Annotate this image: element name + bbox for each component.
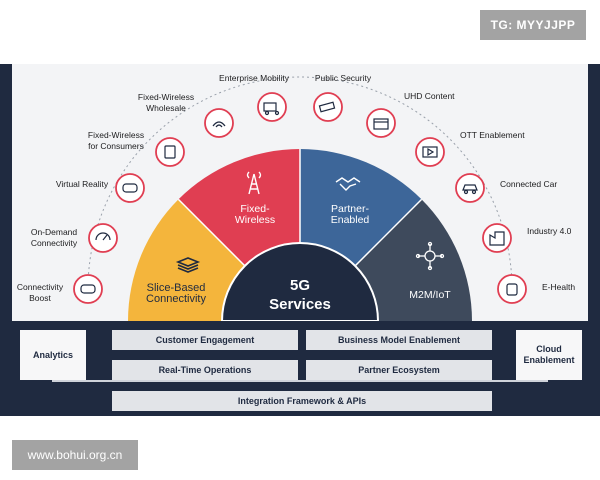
frame-right-bar (588, 64, 600, 416)
watermark-telegram: TG: MYYJJPP (480, 10, 586, 40)
iot-network-icon (415, 241, 445, 271)
segment-label-fixed: Fixed-Wireless (234, 203, 276, 226)
service-label-virtual-reality: Virtual Reality (55, 179, 109, 189)
service-label-industry: Industry 4.0 (527, 226, 572, 236)
handshake-icon (335, 177, 361, 191)
smartwatch-icon[interactable] (497, 274, 527, 304)
segment-label-partner: Partner-Enabled (330, 203, 370, 226)
speedometer-icon[interactable] (88, 223, 118, 253)
platform-connector (52, 380, 548, 382)
vr-headset-icon[interactable] (115, 173, 145, 203)
frame-left-bar (0, 64, 12, 416)
factory-icon[interactable] (482, 223, 512, 253)
service-label-connected-car: Connected Car (500, 179, 558, 189)
service-label-ott: OTT Enablement (460, 130, 525, 140)
service-label-enterprise-mobility: Enterprise Mobility (219, 73, 289, 83)
video-play-icon[interactable] (415, 137, 445, 167)
car-icon[interactable] (455, 173, 485, 203)
center-hub (220, 242, 380, 322)
customer-engagement-box[interactable]: Customer Engagement (112, 330, 298, 350)
analytics-box[interactable]: Analytics (20, 330, 86, 380)
gamepad-icon[interactable] (73, 274, 103, 304)
truck-icon[interactable] (257, 92, 287, 122)
cctv-camera-icon[interactable] (313, 92, 343, 122)
business-model-box[interactable]: Business Model Enablement (306, 330, 492, 350)
devices-icon[interactable] (155, 137, 185, 167)
watermark-website: www.bohui.org.cn (12, 440, 138, 470)
integration-framework-box[interactable]: Integration Framework & APIs (112, 391, 492, 411)
realtime-operations-box[interactable]: Real-Time Operations (112, 360, 298, 380)
wireless-network-icon[interactable] (204, 108, 234, 138)
partner-ecosystem-box[interactable]: Partner Ecosystem (306, 360, 492, 380)
5g-services-diagram (73, 76, 527, 322)
service-label-public-security: Public Security (314, 73, 372, 83)
service-label-uhd-content: UHD Content (404, 91, 455, 101)
clapperboard-icon[interactable] (366, 108, 396, 138)
segment-label-m2m: M2M/IoT (409, 289, 451, 301)
service-label-ehealth: E-Health (542, 282, 576, 292)
layers-icon (175, 257, 201, 273)
cell-tower-icon (246, 171, 262, 195)
